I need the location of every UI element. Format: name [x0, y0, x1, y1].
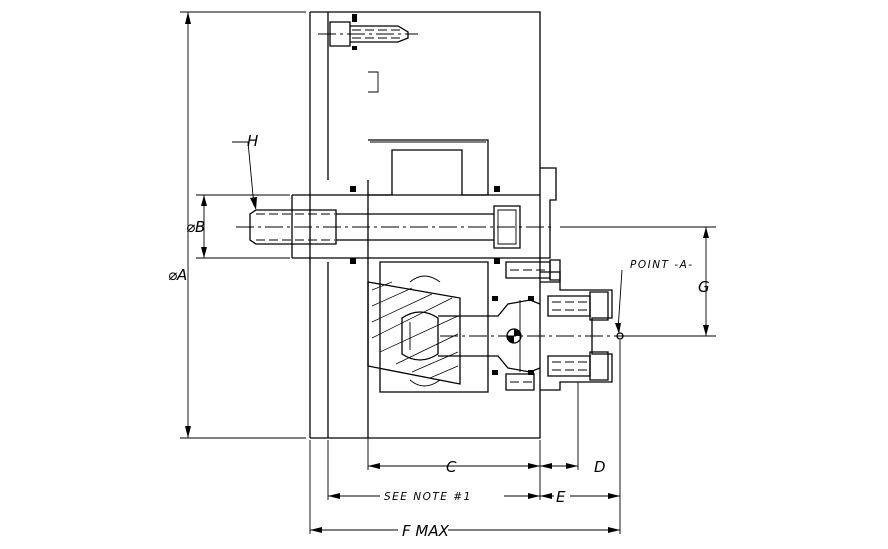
label-dim-e-bg [554, 488, 570, 504]
top-bolt [318, 14, 418, 50]
label-dim-c: C [446, 458, 457, 476]
label-dim-f: F MAX [402, 522, 450, 540]
label-dim-a: ⌀A [168, 266, 187, 284]
label-dim-h: H [247, 132, 258, 150]
label-dim-d: D [594, 458, 606, 476]
jaw-tip [440, 259, 632, 391]
dimension-labels: ⌀A ⌀B H G POINT -A- C D SEE NOTE #1 E F … [168, 132, 710, 540]
label-dim-b: ⌀B [186, 218, 205, 236]
dimension-lines [180, 11, 716, 534]
label-dim-g: G [698, 278, 710, 296]
jaw-mechanism [367, 261, 541, 393]
cylinder-housing [368, 139, 489, 196]
label-see-note: SEE NOTE #1 [384, 491, 472, 503]
label-dim-f-bg [398, 522, 448, 538]
label-dim-e: E [556, 488, 566, 506]
central-shaft [236, 186, 555, 264]
label-see-note-bg [380, 488, 504, 502]
label-point-a: POINT -A- [630, 259, 694, 271]
